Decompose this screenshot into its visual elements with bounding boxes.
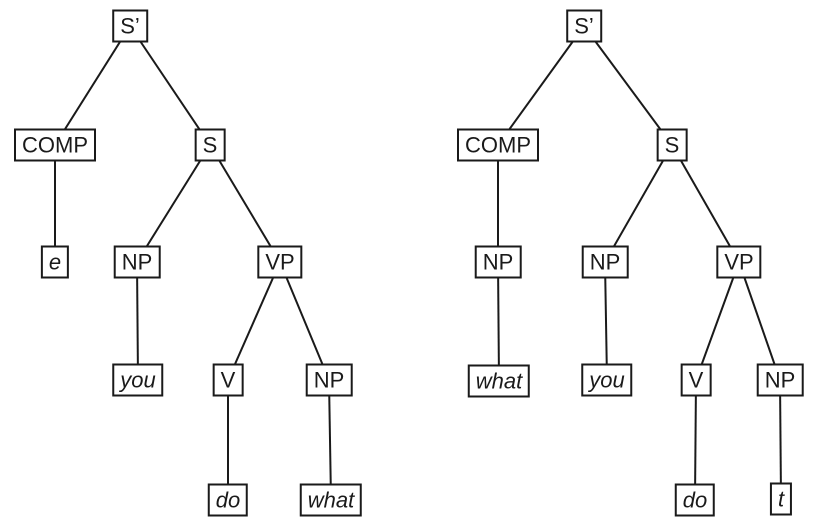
right-tree-edge-v-do <box>694 379 697 501</box>
left-tree-edge-vp-np-object <box>279 261 330 381</box>
left-tree-node-you: you <box>112 363 164 397</box>
right-tree-edge-s-np-subject <box>604 144 673 263</box>
left-tree-node-s: S <box>194 128 226 162</box>
right-tree-node-you: you <box>581 363 633 397</box>
right-tree-edge-np-comp-what <box>497 261 500 382</box>
right-tree-node-s: S <box>656 128 688 162</box>
right-tree-edge-s-bar-s <box>583 25 673 146</box>
left-tree-node-np-object: NP <box>305 363 353 397</box>
right-tree-edge-np-object-t <box>779 379 782 500</box>
left-tree-edge-s-np-subject <box>136 144 211 263</box>
left-tree-node-comp: COMP <box>14 128 96 162</box>
left-tree-node-v: V <box>212 363 244 397</box>
right-tree-node-v: V <box>680 363 712 397</box>
right-tree-edge-vp-v <box>695 261 740 381</box>
right-tree-node-vp: VP <box>716 245 762 279</box>
right-tree-node-comp: COMP <box>457 128 539 162</box>
left-tree-node-what: what <box>299 483 363 517</box>
left-tree-edge-s-bar-s <box>129 25 211 146</box>
right-tree-edge-s-vp <box>671 144 740 263</box>
left-tree-node-do: do <box>207 483 249 517</box>
right-tree-edge-s-bar-comp <box>497 25 585 146</box>
left-tree-node-np-subject: NP <box>113 245 161 279</box>
right-tree-edge-np-subject-you <box>604 261 608 381</box>
right-tree-node-what: what <box>467 364 531 398</box>
left-tree-edge-np-subject-you <box>136 261 139 381</box>
left-tree-edge-vp-v <box>227 261 281 381</box>
right-tree-node-do: do <box>674 483 716 517</box>
right-tree-node-s-bar: S’ <box>566 9 602 43</box>
right-tree-node-t: t <box>769 482 793 516</box>
left-tree-node-vp: VP <box>257 245 303 279</box>
left-tree-node-s-bar: S’ <box>112 9 148 43</box>
left-tree-edge-s-bar-comp <box>54 25 131 146</box>
right-tree-node-np-comp: NP <box>474 245 522 279</box>
left-tree-edge-np-object-what <box>328 379 332 501</box>
right-tree-node-np-subject: NP <box>581 245 629 279</box>
right-tree-node-np-object: NP <box>756 363 804 397</box>
right-tree-edge-vp-np-object <box>738 261 781 381</box>
left-tree-edge-s-vp <box>209 144 281 263</box>
left-tree-node-e: e <box>40 245 70 279</box>
